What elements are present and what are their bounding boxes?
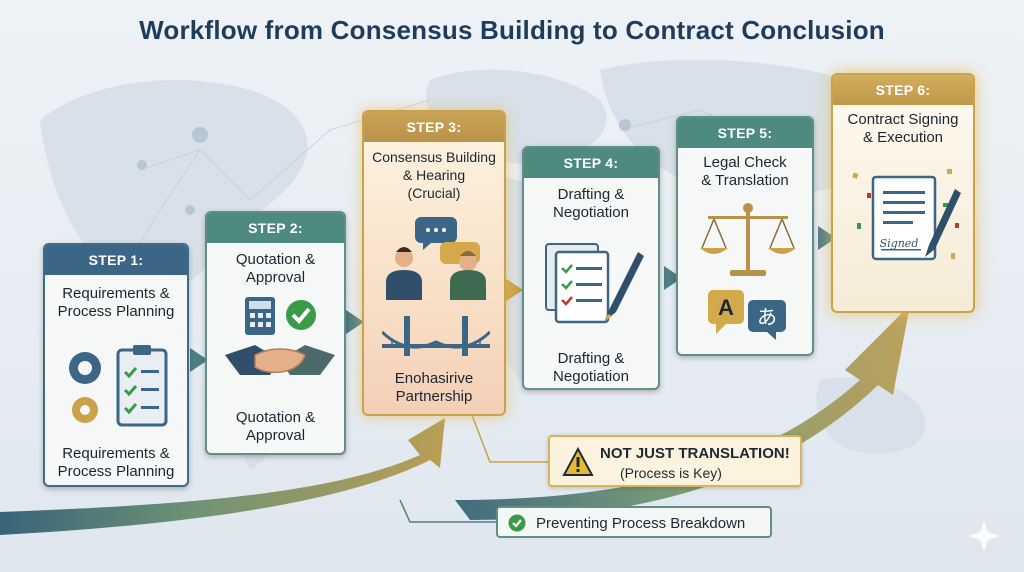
people-talking-icon bbox=[386, 217, 486, 300]
scales-icon bbox=[700, 203, 796, 276]
step-3-caption-line-2: Partnership bbox=[395, 388, 473, 405]
step-4-caption: Drafting & Negotiation bbox=[524, 350, 658, 386]
warning-title: NOT JUST TRANSLATION! bbox=[600, 445, 790, 462]
glyph-a-jp: あ bbox=[757, 305, 777, 329]
signature: Signed bbox=[880, 237, 919, 250]
translation-icon: A あ bbox=[708, 290, 786, 340]
step-3-caption-line-1: Enohasirive bbox=[394, 370, 474, 387]
step-3-title: Consensus Building & Hearing (Crucial) bbox=[364, 148, 504, 202]
step-6-label: STEP 6: bbox=[833, 75, 973, 105]
step-4-title-line-1: Drafting & bbox=[557, 186, 625, 203]
step-1-title-line-1: Requirements & bbox=[62, 285, 170, 302]
step-6-card: STEP 6: Contract Signing & Execution Sig… bbox=[831, 73, 975, 313]
step-5-title-line-1: Legal Check bbox=[703, 154, 787, 171]
step-1-title-line-2: Process Planning bbox=[57, 303, 175, 320]
glyph-a: A bbox=[718, 295, 734, 320]
step-6-title-line-2: & Execution bbox=[862, 129, 944, 146]
step-4-label: STEP 4: bbox=[524, 148, 658, 178]
step-2-card: STEP 2: Quotation & Approval Quotation &… bbox=[205, 211, 346, 455]
step-5-label: STEP 5: bbox=[678, 118, 812, 148]
step-2-label: STEP 2: bbox=[207, 213, 344, 243]
gears-clipboard-icon bbox=[69, 345, 168, 427]
bridge-icon bbox=[382, 316, 490, 356]
step-1-caption-line-1: Requirements & bbox=[62, 445, 170, 462]
step-4-card: STEP 4: Drafting & Negotiation Drafting … bbox=[522, 146, 660, 390]
step-2-title-line-2: Approval bbox=[245, 269, 306, 286]
warning-icon bbox=[562, 447, 594, 476]
step-4-caption-line-2: Negotiation bbox=[553, 368, 629, 385]
check-circle-icon bbox=[508, 514, 526, 532]
step-4-title-line-2: Negotiation bbox=[553, 204, 629, 221]
not-just-translation-callout: NOT JUST TRANSLATION! (Process is Key) bbox=[548, 435, 802, 487]
step-6-title: Contract Signing & Execution bbox=[833, 111, 973, 147]
step-1-caption: Requirements & Process Planning bbox=[45, 445, 187, 481]
warning-subtitle: (Process is Key) bbox=[620, 465, 722, 481]
step-3-title-line-2: & Hearing bbox=[402, 167, 466, 183]
step-3-card: STEP 3: Consensus Building & Hearing (Cr… bbox=[362, 110, 506, 416]
step-3-label: STEP 3: bbox=[364, 112, 504, 142]
step-6-title-line-1: Contract Signing bbox=[847, 111, 959, 128]
step-2-caption: Quotation & Approval bbox=[207, 409, 344, 445]
step-2-caption-line-2: Approval bbox=[245, 427, 306, 444]
step-3-caption: Enohasirive Partnership bbox=[364, 370, 504, 406]
handshake-icon bbox=[225, 297, 335, 375]
step-5-title-line-2: & Translation bbox=[701, 172, 789, 189]
step-5-title: Legal Check & Translation bbox=[678, 154, 812, 190]
step-5-card: STEP 5: Legal Check & Translation A あ bbox=[676, 116, 814, 356]
step-1-label: STEP 1: bbox=[45, 245, 187, 275]
step-2-title: Quotation & Approval bbox=[207, 251, 344, 287]
signed-contract-icon: Signed bbox=[852, 169, 961, 261]
callout-text: Preventing Process Breakdown bbox=[536, 515, 746, 532]
step-3-title-line-1: Consensus Building bbox=[372, 149, 496, 165]
step-1-title: Requirements & Process Planning bbox=[45, 285, 187, 321]
step-1-caption-line-2: Process Planning bbox=[57, 463, 175, 480]
step-2-title-line-1: Quotation & bbox=[235, 251, 316, 268]
step-4-caption-line-1: Drafting & bbox=[557, 350, 625, 367]
documents-pen-icon bbox=[545, 243, 644, 324]
step-3-title-line-3: (Crucial) bbox=[407, 185, 461, 201]
page-title: Workflow from Consensus Building to Cont… bbox=[139, 15, 885, 45]
step-2-caption-line-1: Quotation & bbox=[235, 409, 316, 426]
preventing-breakdown-callout: Preventing Process Breakdown bbox=[496, 506, 772, 538]
step-1-card: STEP 1: Requirements & Process Planning … bbox=[43, 243, 189, 487]
step-4-title: Drafting & Negotiation bbox=[524, 186, 658, 222]
